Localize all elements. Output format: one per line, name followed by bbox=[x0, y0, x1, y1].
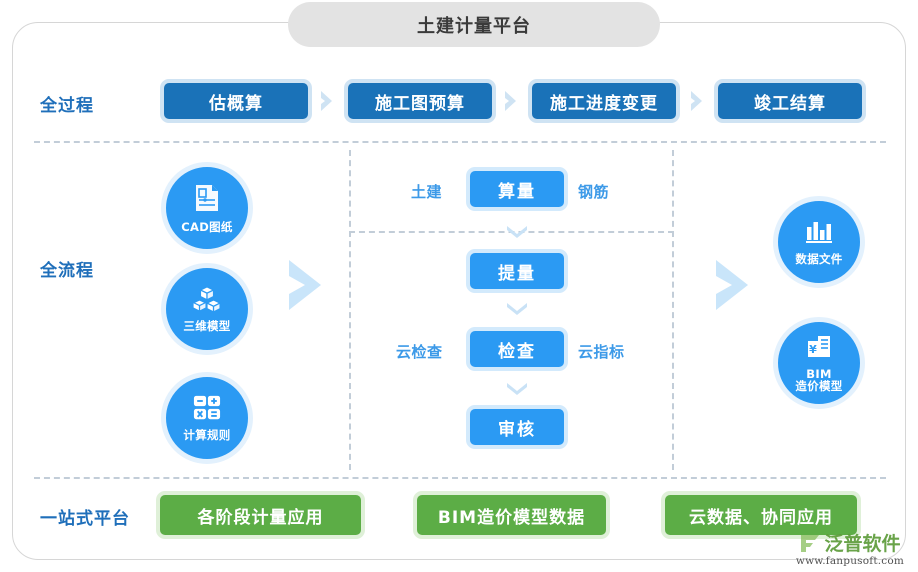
chevron-down-icon bbox=[505, 224, 529, 238]
middle-panel bbox=[349, 150, 674, 470]
input-circle-label: CAD图纸 bbox=[181, 220, 233, 235]
three-dimensional-model-icon bbox=[191, 285, 223, 317]
chevron-right-large-icon bbox=[286, 258, 324, 312]
fanpu-logo-icon bbox=[799, 532, 821, 554]
platform-button-0[interactable]: 各阶段计量应用 bbox=[156, 491, 365, 539]
row-label-flow: 全流程 bbox=[40, 261, 94, 281]
chevron-right-icon bbox=[504, 90, 518, 112]
middle-step-button-2[interactable]: 检查 bbox=[466, 327, 568, 371]
middle-side-label-right-0: 钢筋 bbox=[578, 183, 610, 201]
input-circle-label: 计算规则 bbox=[183, 428, 231, 443]
input-circle-calc-rules[interactable]: 计算规则 bbox=[161, 372, 253, 464]
divider-top bbox=[34, 141, 886, 143]
input-circle-cad[interactable]: CAD图纸 bbox=[161, 162, 253, 254]
chevron-right-icon bbox=[320, 90, 334, 112]
middle-side-label-left-0: 土建 bbox=[411, 183, 443, 201]
input-circle-label: 三维模型 bbox=[183, 319, 231, 334]
stage-button-2[interactable]: 施工进度变更 bbox=[528, 79, 680, 123]
calculator-icon bbox=[191, 394, 223, 426]
cad-drawing-icon bbox=[191, 182, 223, 218]
stage-button-0[interactable]: 估概算 bbox=[160, 79, 312, 123]
watermark-brand-row: 泛普软件 bbox=[799, 529, 901, 556]
middle-side-label-right-2: 云指标 bbox=[578, 343, 625, 361]
output-circle-label-second: 造价模型 bbox=[795, 379, 843, 394]
chevron-right-large-icon bbox=[713, 258, 751, 312]
middle-step-button-0[interactable]: 算量 bbox=[466, 167, 568, 211]
middle-step-button-1[interactable]: 提量 bbox=[466, 249, 568, 293]
bar-chart-icon bbox=[804, 218, 834, 250]
output-circle-label: BIM bbox=[806, 366, 832, 381]
page-title: 土建计量平台 bbox=[288, 2, 660, 47]
platform-button-1[interactable]: BIM造价模型数据 bbox=[413, 491, 610, 539]
bim-cost-model-icon: ¥ bbox=[804, 333, 834, 365]
middle-side-label-left-2: 云检查 bbox=[396, 343, 443, 361]
row-label-platform: 一站式平台 bbox=[40, 509, 130, 529]
output-circle-bim-cost-model[interactable]: ¥ BIM 造价模型 bbox=[773, 317, 865, 409]
watermark-brand-text: 泛普软件 bbox=[824, 533, 901, 555]
output-circle-label: 数据文件 bbox=[795, 252, 843, 267]
chevron-down-icon bbox=[505, 301, 529, 315]
watermark: 泛普软件 www.fanpusoft.com bbox=[786, 526, 914, 570]
output-circle-data-file[interactable]: 数据文件 bbox=[773, 196, 865, 288]
chevron-right-icon bbox=[690, 90, 704, 112]
row-label-process: 全过程 bbox=[40, 96, 94, 116]
platform-button-2[interactable]: 云数据、协同应用 bbox=[661, 491, 861, 539]
watermark-url: www.fanpusoft.com bbox=[795, 555, 905, 567]
stage-button-1[interactable]: 施工图预算 bbox=[344, 79, 496, 123]
middle-step-button-3[interactable]: 审核 bbox=[466, 405, 568, 449]
stage-button-3[interactable]: 竣工结算 bbox=[714, 79, 866, 123]
divider-bottom bbox=[34, 477, 886, 479]
input-circle-3d-model[interactable]: 三维模型 bbox=[161, 263, 253, 355]
svg-text:¥: ¥ bbox=[809, 343, 817, 356]
chevron-down-icon bbox=[505, 381, 529, 395]
